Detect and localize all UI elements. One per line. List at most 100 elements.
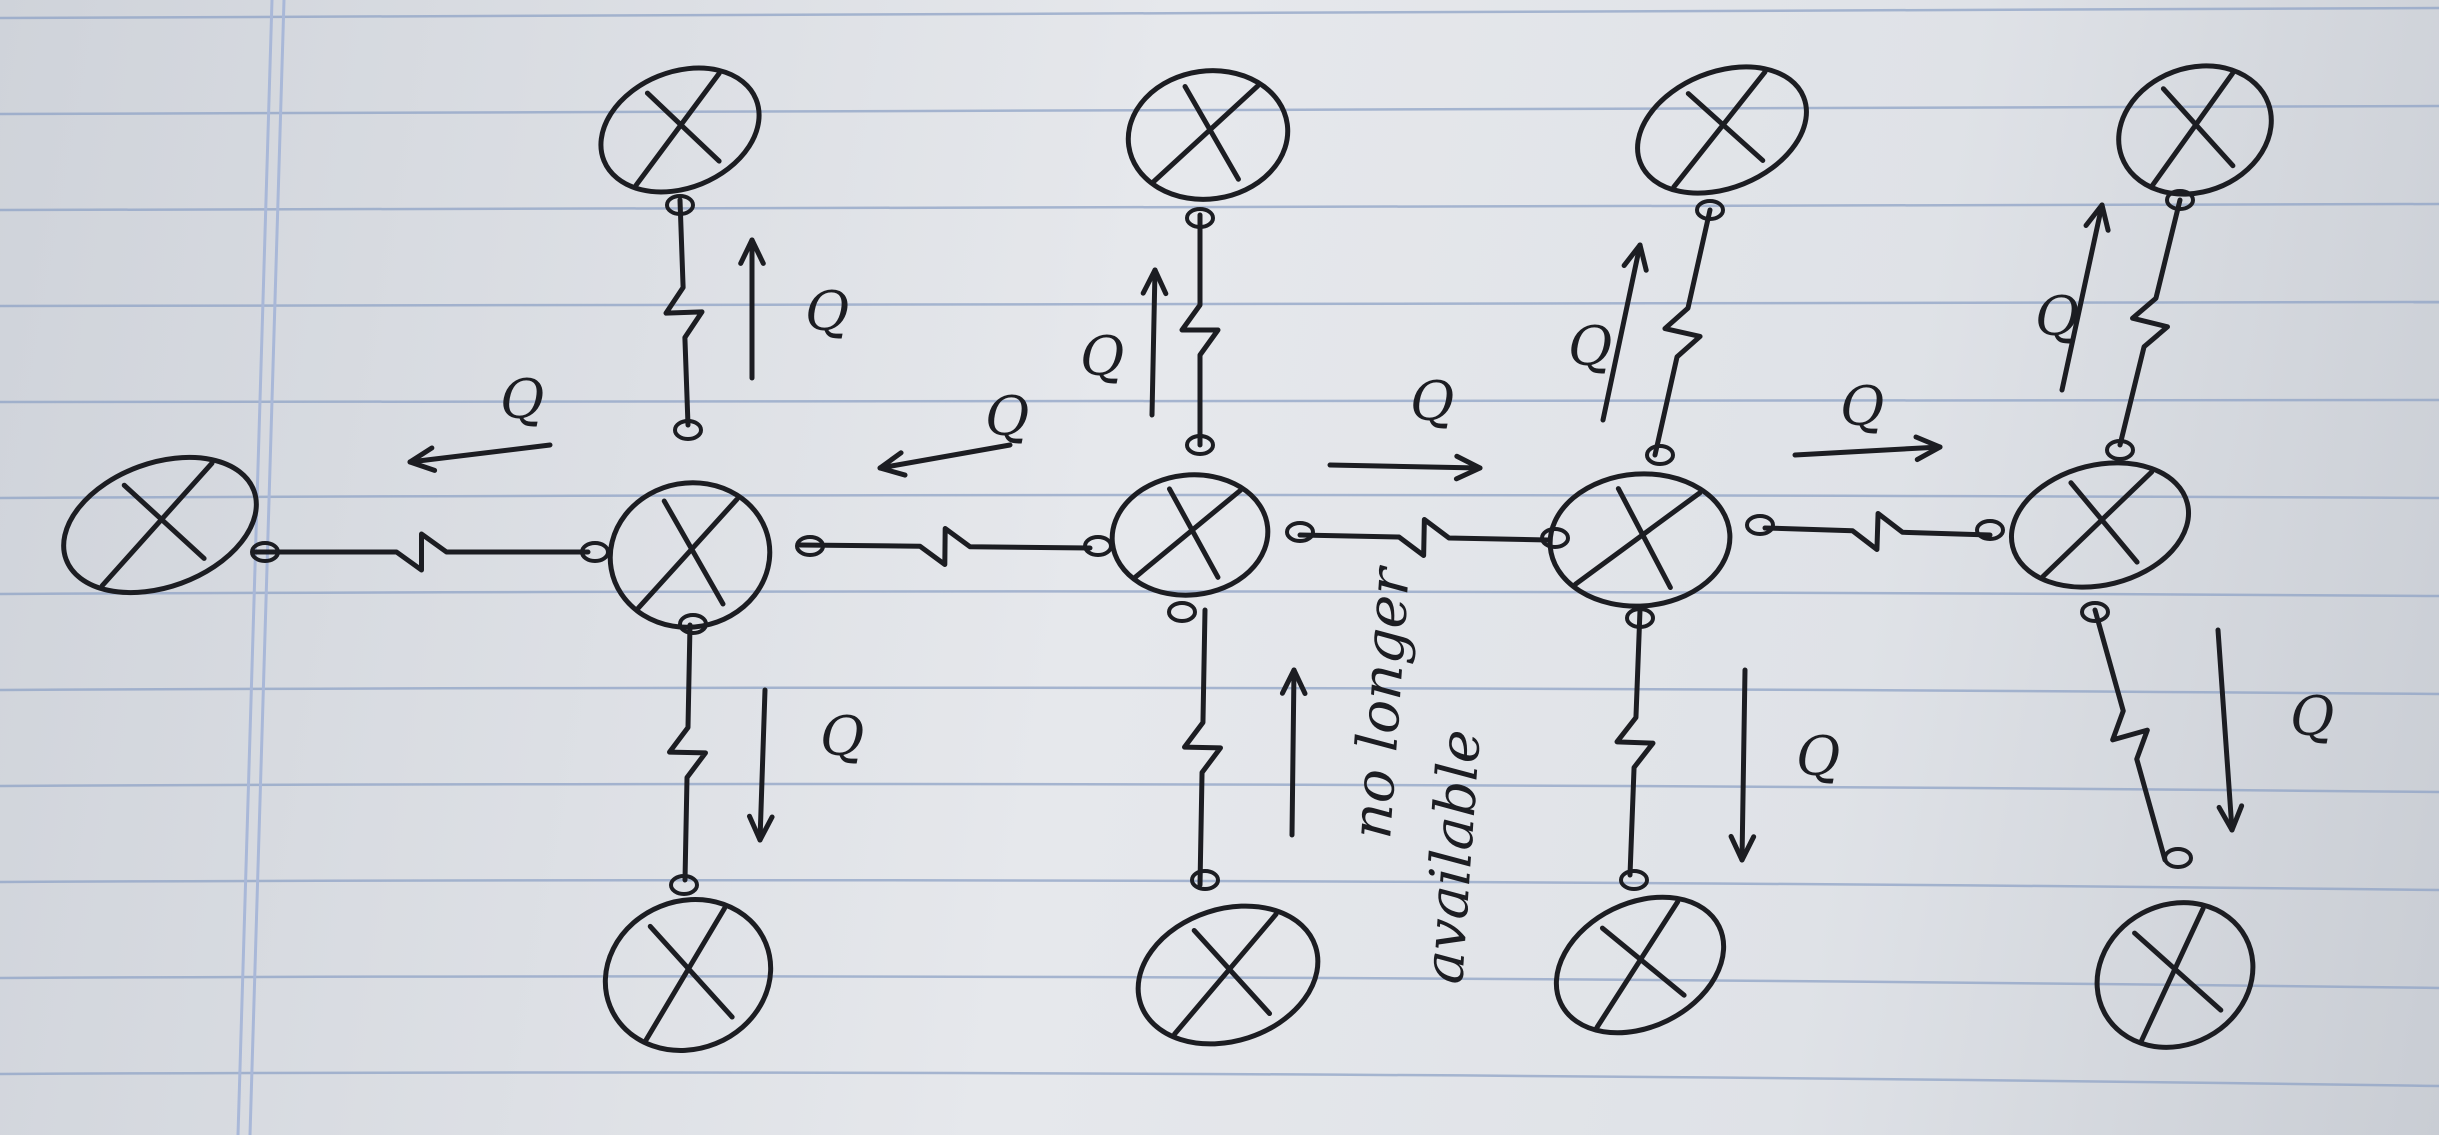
port-circle xyxy=(250,541,280,563)
arrow-shaft xyxy=(1600,242,1643,423)
arrow-shaft xyxy=(407,442,553,465)
ruled-line xyxy=(0,782,2439,794)
link-12 xyxy=(2092,607,2168,863)
arrow-shaft xyxy=(2215,627,2235,833)
arrow-head xyxy=(1728,833,1757,863)
link-8 xyxy=(2117,197,2183,448)
host-node-5 xyxy=(602,897,774,1053)
port-circle xyxy=(1185,207,1215,229)
port-circle xyxy=(2165,189,2195,211)
link-9 xyxy=(667,622,708,883)
arrow-shaft xyxy=(1327,462,1483,471)
link-11 xyxy=(1614,607,1656,878)
flow-arrow-3 xyxy=(1327,453,1483,482)
port-circle xyxy=(1540,527,1570,549)
arrow-head xyxy=(1913,434,1943,463)
port-circle xyxy=(1167,601,1197,623)
flow-arrow-11 xyxy=(1728,667,1757,863)
arrow-shaft xyxy=(1149,267,1158,418)
arrow-head xyxy=(2083,202,2111,233)
cross-mark xyxy=(643,905,735,1043)
ruled-line xyxy=(0,1071,2439,1088)
nodes-layer xyxy=(61,63,2274,1053)
cross-mark xyxy=(2132,906,2224,1043)
link-2 xyxy=(797,526,1093,567)
link-5 xyxy=(663,197,705,428)
port-circle xyxy=(1745,514,1775,536)
annotation-line-1: no longer xyxy=(1339,563,1423,841)
ruled-line xyxy=(0,397,2439,404)
flow-label-q: Q xyxy=(1796,725,1840,788)
port-circle xyxy=(1625,607,1655,629)
port-circle xyxy=(2163,847,2193,869)
flow-arrow-2 xyxy=(877,442,1013,478)
port-circle xyxy=(1975,519,2005,541)
links-layer xyxy=(252,197,2183,888)
arrow-shaft xyxy=(1792,444,1943,458)
port-circle xyxy=(2080,601,2110,623)
arrow-head xyxy=(1621,242,1649,273)
host-node-2 xyxy=(1125,68,1291,202)
cross-mark xyxy=(635,496,740,611)
cross-mark xyxy=(2150,70,2236,188)
ruled-line xyxy=(0,975,2439,990)
arrow-shaft xyxy=(2059,202,2105,393)
cross-mark xyxy=(1172,911,1279,1037)
port-circle xyxy=(1619,869,1649,891)
router-node-1 xyxy=(607,480,773,630)
cross-mark xyxy=(1151,83,1261,184)
flow-label-q: Q xyxy=(2290,685,2334,748)
flow-arrow-5 xyxy=(738,237,766,381)
flow-arrow-8 xyxy=(2059,202,2111,393)
router-node-3-outline xyxy=(1547,471,1733,609)
arrow-head xyxy=(1453,453,1483,482)
cross-mark xyxy=(99,460,215,589)
arrows-layer xyxy=(407,202,2245,863)
port-circle xyxy=(1185,434,1215,456)
link-3 xyxy=(1297,517,1551,558)
link-6 xyxy=(1179,212,1221,448)
host-node-6-outline xyxy=(1135,903,1321,1047)
host-node-9-outline xyxy=(61,454,259,596)
arrow-head xyxy=(1279,667,1308,697)
flow-label-q: Q xyxy=(805,280,849,343)
flow-label-q: Q xyxy=(1410,370,1454,433)
port-circle xyxy=(1190,869,1220,891)
port-circle xyxy=(1285,521,1315,543)
router-node-4 xyxy=(2008,460,2192,590)
router-node-4-outline xyxy=(2008,460,2192,590)
cross-mark xyxy=(1671,69,1768,190)
port-circle xyxy=(795,535,825,557)
cross-mark xyxy=(1133,486,1243,580)
host-node-3 xyxy=(1635,64,1809,196)
arrow-head xyxy=(746,813,775,843)
host-node-9 xyxy=(61,454,259,596)
margin-lines xyxy=(236,0,286,1135)
flow-arrow-6 xyxy=(1140,267,1169,418)
arrow-head xyxy=(738,237,766,266)
cross-mark xyxy=(633,71,722,188)
flow-arrow-7 xyxy=(1600,242,1649,423)
annotation-line-2: available xyxy=(1411,728,1494,986)
flow-label-q: Q xyxy=(1568,315,1612,378)
host-node-5-outline xyxy=(602,897,774,1053)
flow-label-q: Q xyxy=(985,385,1029,448)
port-circle xyxy=(665,194,695,216)
arrow-head xyxy=(1140,267,1169,297)
host-node-7-outline xyxy=(1553,894,1727,1036)
flow-label-q: Q xyxy=(1840,375,1884,438)
flow-arrow-1 xyxy=(407,442,553,473)
cross-mark xyxy=(1594,899,1687,1030)
link-4 xyxy=(1762,511,1993,552)
router-node-1-outline xyxy=(607,480,773,630)
ruled-line xyxy=(0,6,2439,20)
ruled-line xyxy=(0,686,2439,696)
host-node-8 xyxy=(2094,900,2256,1050)
router-node-2 xyxy=(1109,472,1271,598)
ruled-line xyxy=(0,878,2439,892)
cross-mark xyxy=(2040,469,2155,579)
flow-arrow-9 xyxy=(746,687,775,843)
port-circle xyxy=(1645,444,1675,466)
